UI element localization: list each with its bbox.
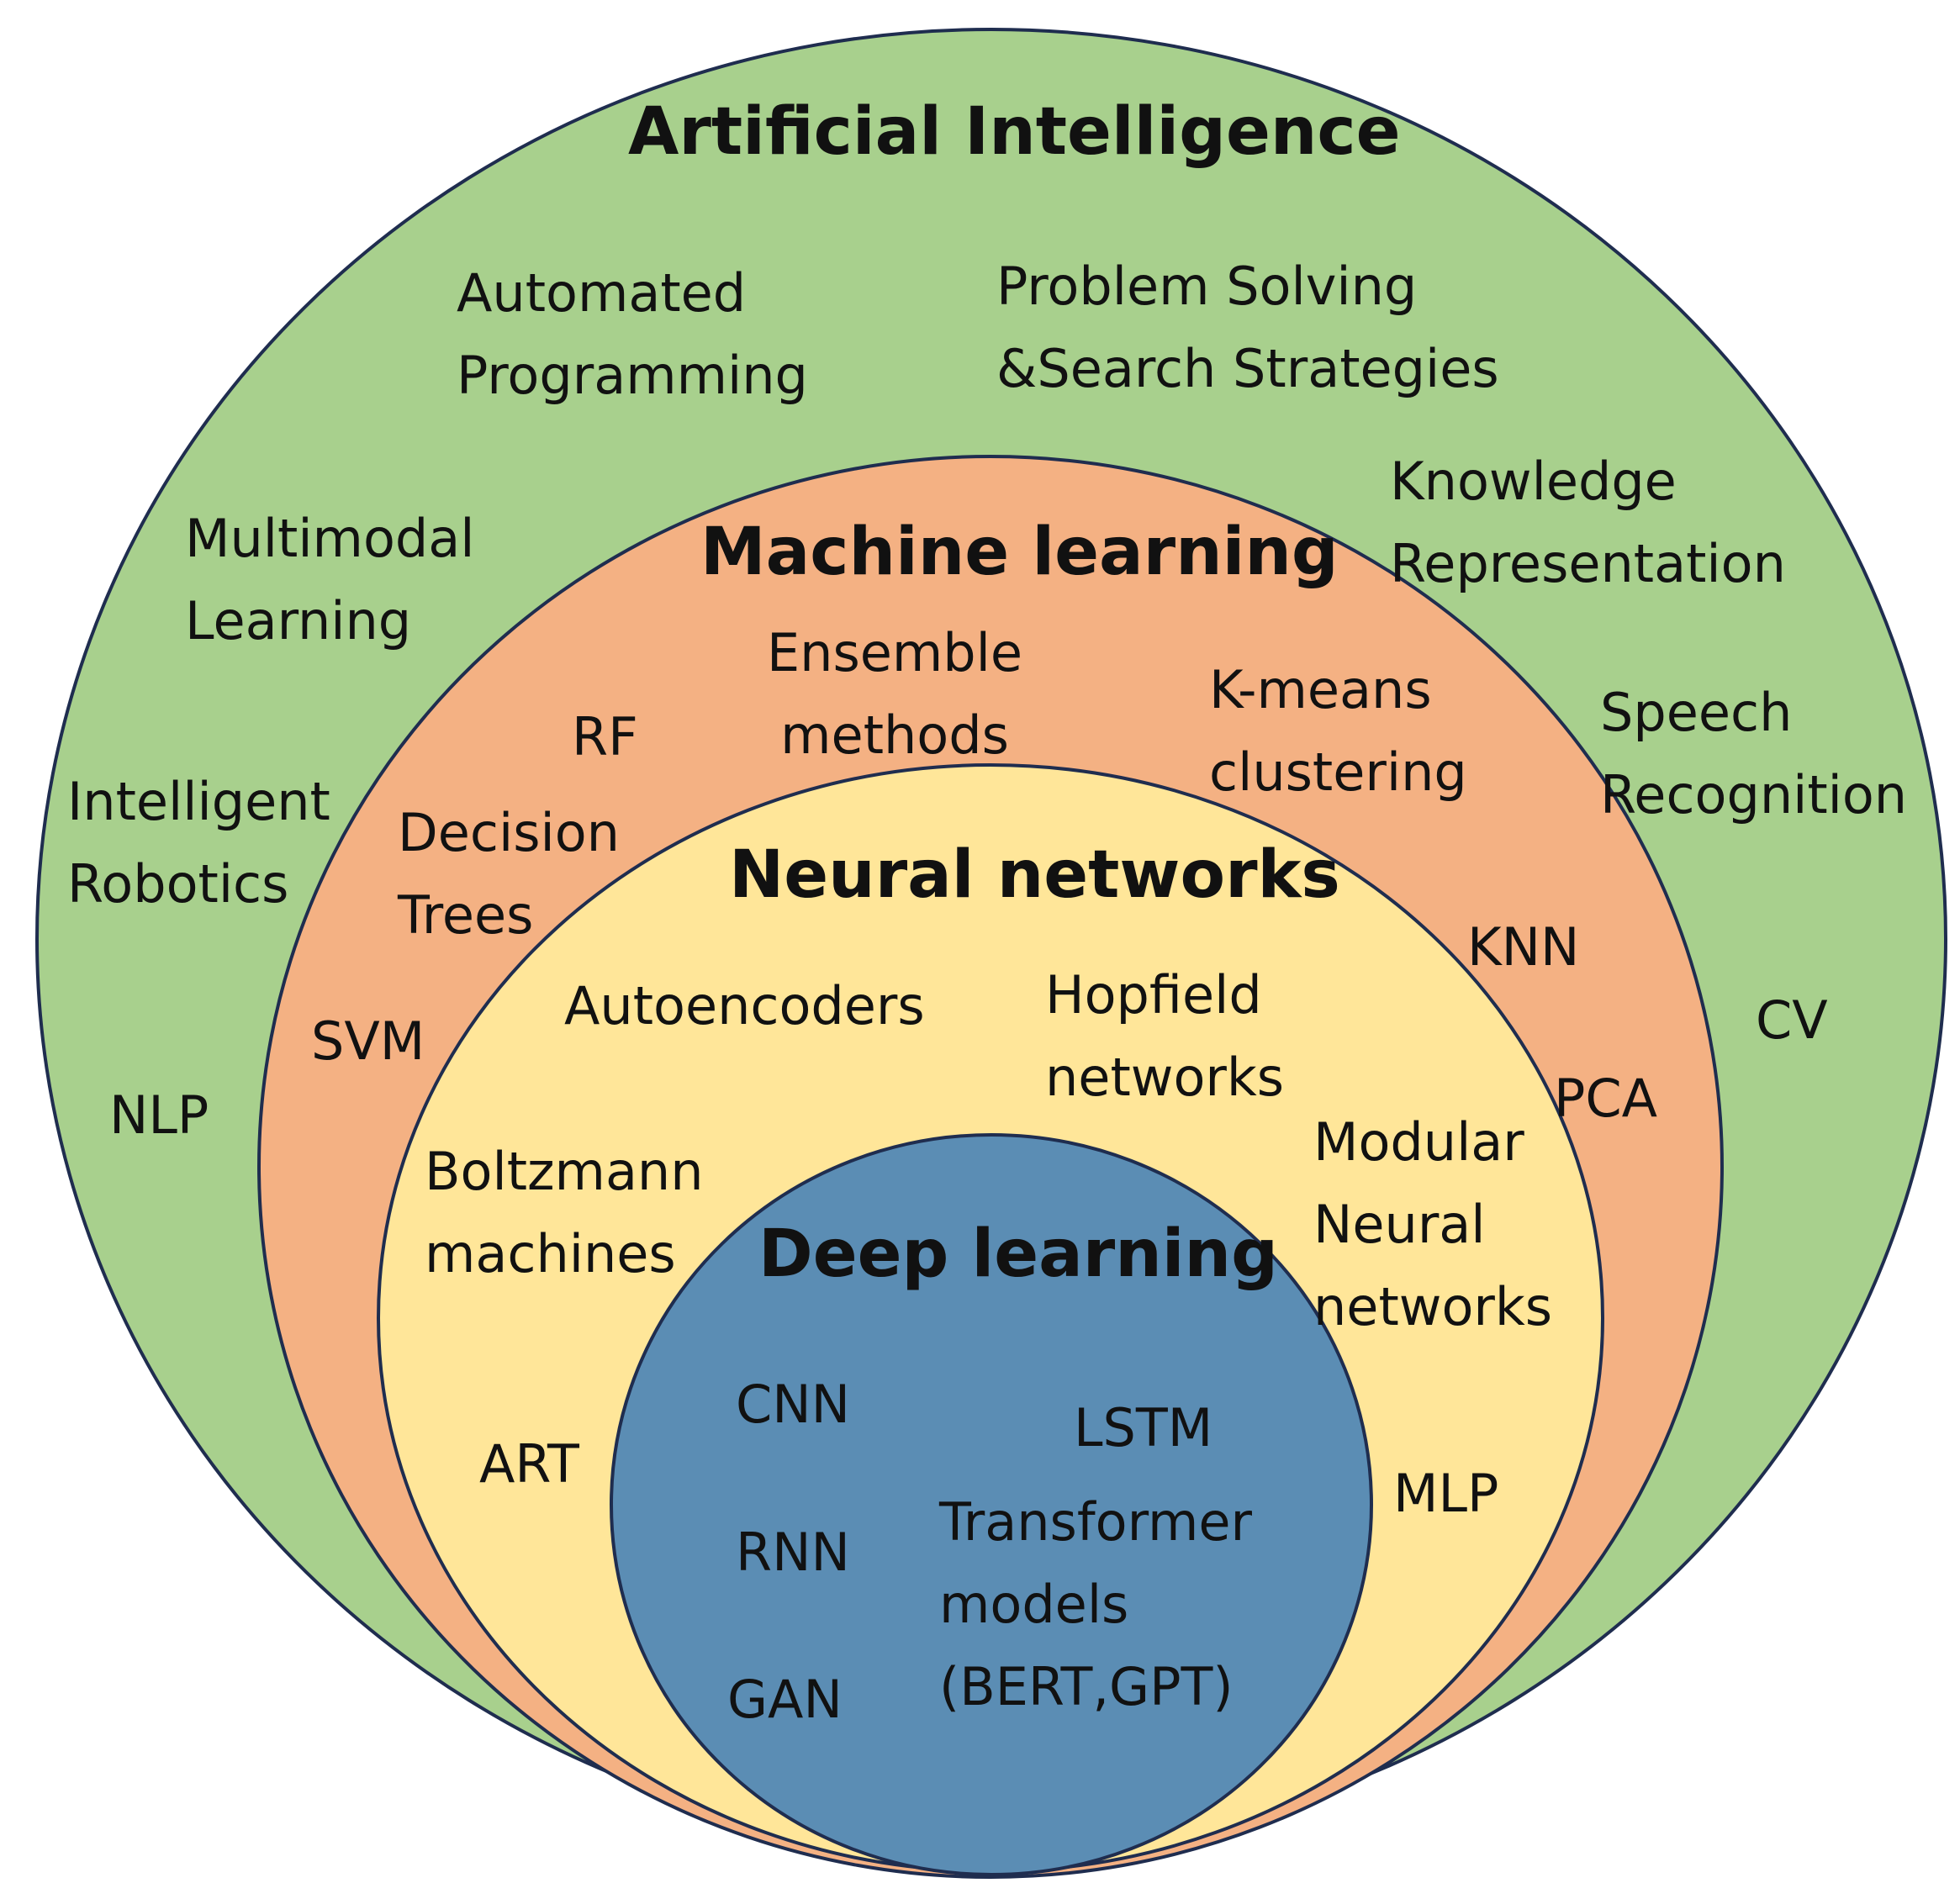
nn-item-art: ART [479, 1433, 579, 1495]
ml-title: Machine learning [700, 514, 1339, 590]
ml-item-svm: SVM [311, 1010, 425, 1072]
ml-item-pca: PCA [1554, 1068, 1658, 1129]
dl-item-cnn: CNN [736, 1374, 851, 1435]
dl-item-gan: GAN [727, 1669, 843, 1730]
ai-item-problem-solving: Problem Solving&Search Strategies [996, 256, 1499, 399]
dl-title: Deep learning [758, 1216, 1278, 1292]
dl-item-rnn: RNN [736, 1522, 850, 1583]
ml-item-knn: KNN [1467, 916, 1580, 978]
nn-item-mlp: MLP [1393, 1463, 1499, 1524]
ai-item-cv: CV [1756, 989, 1828, 1051]
nn-title: Neural networks [729, 837, 1340, 913]
nn-item-autoencoders: Autoencoders [564, 975, 925, 1036]
dl-circle [610, 1133, 1373, 1876]
ai-item-nlp: NLP [109, 1084, 209, 1146]
ml-item-rf: RF [572, 706, 638, 767]
ai-title: Artificial Intelligence [628, 94, 1401, 170]
dl-item-lstm: LSTM [1074, 1397, 1213, 1458]
